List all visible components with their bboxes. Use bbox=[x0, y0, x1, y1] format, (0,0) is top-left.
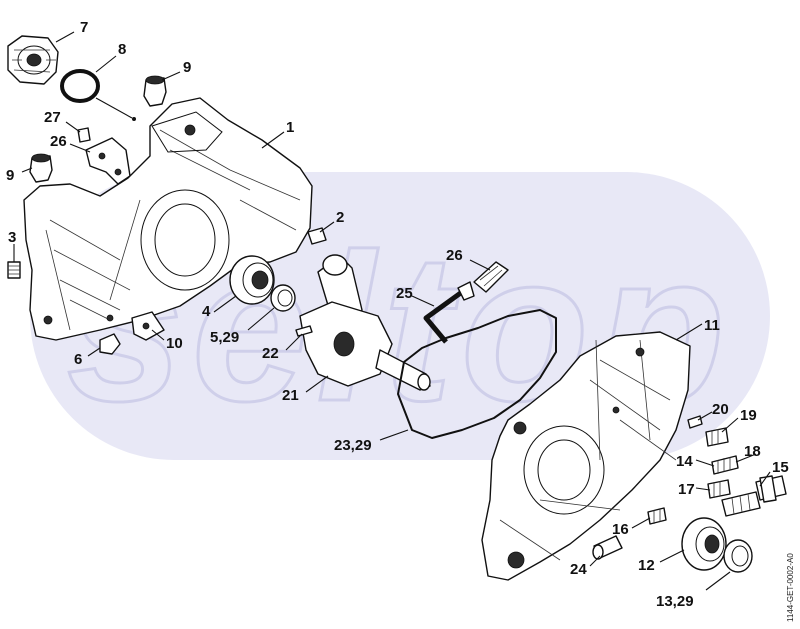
callout-17: 17 bbox=[678, 481, 695, 498]
callout-28: 27 bbox=[44, 109, 61, 126]
callout-3: 3 bbox=[8, 229, 16, 246]
callout-10: 10 bbox=[166, 335, 183, 352]
callout-21: 21 bbox=[282, 387, 299, 404]
leader-lines bbox=[13, 31, 771, 591]
callout-6: 6 bbox=[74, 351, 82, 368]
callout-11: 11 bbox=[704, 317, 720, 334]
callout-8: 8 bbox=[118, 41, 126, 58]
callout-27: 26 bbox=[50, 133, 67, 150]
part-27-bracket bbox=[85, 137, 131, 185]
callout-23-29: 23,29 bbox=[334, 437, 372, 454]
part-15-bolt-upper bbox=[755, 475, 787, 503]
document-id: 1144-GET-0002-A0 bbox=[786, 553, 795, 622]
part-5-seal bbox=[270, 284, 296, 312]
part-15-bolt-lower bbox=[721, 491, 761, 517]
part-17-stud bbox=[707, 479, 731, 499]
part-1-crankcase-left bbox=[23, 97, 313, 341]
part-9-plug-left bbox=[29, 153, 53, 183]
callout-2: 2 bbox=[336, 209, 344, 226]
part-23-gasket bbox=[397, 309, 557, 439]
callout-labels: 7 8 9 27 26 9 3 1 2 4 5,29 6 10 22 21 23… bbox=[6, 19, 789, 610]
part-12-bearing bbox=[681, 517, 727, 571]
part-2-sleeve bbox=[307, 227, 327, 245]
callout-24: 24 bbox=[570, 561, 587, 578]
part-21-crankshaft bbox=[299, 254, 431, 391]
part-25-fitting bbox=[457, 281, 475, 301]
callout-13-29: 13,29 bbox=[656, 593, 694, 610]
part-3-bolt bbox=[7, 261, 21, 279]
part-18-stud bbox=[711, 455, 739, 475]
callout-20: 20 bbox=[712, 401, 729, 418]
callout-15: 15 bbox=[772, 459, 789, 476]
part-26-plug bbox=[473, 261, 509, 293]
part-28-screw bbox=[77, 127, 91, 143]
callout-9-left: 9 bbox=[6, 167, 14, 184]
callout-14: 14 bbox=[676, 453, 693, 470]
part-16-stud bbox=[647, 507, 667, 525]
callout-22: 22 bbox=[262, 345, 279, 362]
part-24-screw bbox=[592, 535, 623, 560]
part-22-key bbox=[295, 325, 313, 337]
callout-25: 25 bbox=[396, 285, 413, 302]
part-7-flange bbox=[7, 35, 59, 85]
callout-12: 12 bbox=[638, 557, 655, 574]
part-4-bearing bbox=[229, 255, 275, 305]
part-20-pin bbox=[687, 415, 703, 429]
callout-16: 16 bbox=[612, 521, 629, 538]
part-8-gasket bbox=[60, 69, 100, 103]
callout-5-29: 5,29 bbox=[210, 329, 239, 346]
part-19-stud bbox=[705, 427, 729, 447]
callout-7: 7 bbox=[80, 19, 88, 36]
callout-26: 26 bbox=[446, 247, 463, 264]
callout-9-top: 9 bbox=[183, 59, 191, 76]
part-13-seal bbox=[723, 539, 753, 573]
callout-19: 19 bbox=[740, 407, 757, 424]
part-6-plug bbox=[99, 333, 121, 355]
part-25-pipe bbox=[423, 289, 464, 344]
callout-1: 1 bbox=[286, 119, 294, 136]
part-11-crankcase-right bbox=[481, 331, 691, 581]
callout-4: 4 bbox=[202, 303, 211, 320]
callout-18: 18 bbox=[744, 443, 761, 460]
part-9-plug-top bbox=[143, 75, 167, 107]
